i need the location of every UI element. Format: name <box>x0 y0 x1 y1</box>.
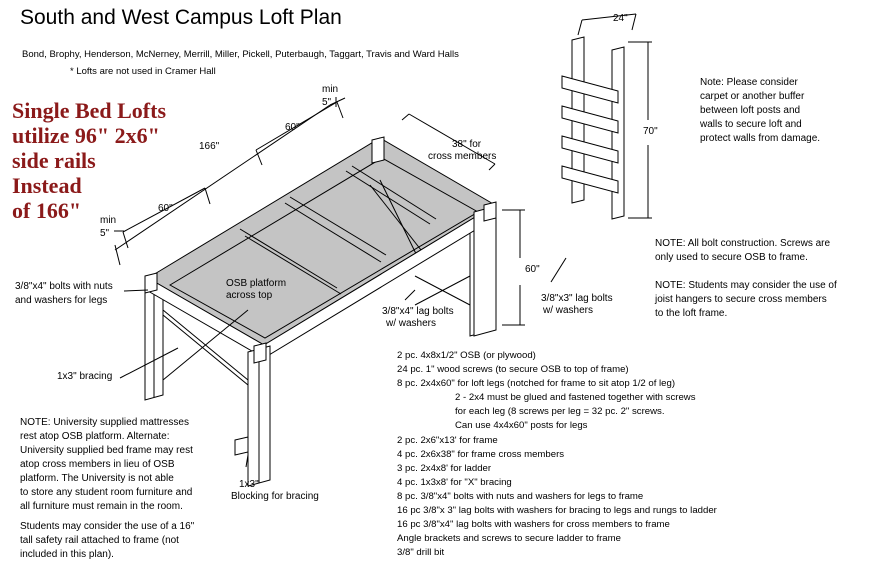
bolt-note: NOTE: All bolt construction. Screws are … <box>655 238 831 263</box>
lag-bolts-3-label: 3/8"x3" lag bolts w/ washers <box>541 293 613 316</box>
dim-38: 38" for <box>452 139 482 150</box>
page-title: South and West Campus Loft Plan <box>20 6 342 29</box>
material-item: 4 pc. 2x6x38" for frame cross members <box>397 448 565 460</box>
carpet-note: Note: Please consider carpet or another … <box>700 77 821 144</box>
material-item: Angle brackets and screws to secure ladd… <box>397 533 621 545</box>
material-item: 3 pc. 2x4x8' for ladder <box>397 462 492 474</box>
lag-bolts-4-label: 3/8"x4" lag bolts w/ washers <box>382 306 454 329</box>
halls-list: Bond, Brophy, Henderson, McNerney, Merri… <box>22 49 459 60</box>
material-item: 3/8" drill bit <box>397 547 445 559</box>
material-item: 24 pc. 1" wood screws (to secure OSB to … <box>397 364 629 376</box>
materials-list: 2 pc. 4x8x1/2" OSB (or plywood) 24 pc. 1… <box>397 349 717 560</box>
material-item: 4 pc. 1x3x8' for "X" bracing <box>397 476 512 488</box>
material-item: 8 pc. 2x4x60" for loft legs (notched for… <box>397 378 676 390</box>
dim-38-cross: cross members <box>428 151 497 162</box>
dim-ladder-width: 24" <box>613 13 628 24</box>
material-item: 2 pc. 2x6"x13' for frame <box>397 434 498 446</box>
osb-label: OSB platform across top <box>226 278 287 301</box>
dim-60-top: 60" <box>285 122 300 133</box>
material-item: 16 pc 3/8"x4" lag bolts with washers for… <box>397 519 670 531</box>
material-item: Can use 4x4x60" posts for legs <box>455 420 588 432</box>
dim-ladder-height: 70" <box>643 126 658 137</box>
mattress-note: NOTE: University supplied mattresses res… <box>20 417 193 512</box>
joist-note: NOTE: Students may consider the use of j… <box>655 280 837 319</box>
cramer-note: * Lofts are not used in Cramer Hall <box>70 66 216 77</box>
single-bed-line: of 166" <box>12 198 82 223</box>
single-bed-callout: Single Bed Lofts utilize 96" 2x6" side r… <box>12 98 166 223</box>
single-bed-line: Instead <box>12 173 82 198</box>
dim-5-left: 5" <box>100 228 110 239</box>
dim-60-left: 60" <box>158 203 173 214</box>
material-item: for each leg (8 screws per leg = 32 pc. … <box>455 406 665 418</box>
material-item: 2 pc. 4x8x1/2" OSB (or plywood) <box>397 350 536 361</box>
single-bed-line: Single Bed Lofts <box>12 98 167 123</box>
blocking-label: 1x3" Blocking for bracing <box>231 479 319 502</box>
dim-166: 166" <box>199 141 220 152</box>
dim-min-left: min <box>100 215 117 226</box>
safety-rail-note: Students may consider the use of a 16" t… <box>20 521 195 560</box>
dim-5-top: 5" <box>322 97 332 108</box>
single-bed-line: utilize 96" 2x6" <box>12 123 160 148</box>
material-item: 16 pc 3/8"x 3" lag bolts with washers fo… <box>397 505 717 517</box>
dim-min-top: min <box>322 84 339 95</box>
single-bed-line: side rails <box>12 148 96 173</box>
dim-60-height: 60" <box>525 264 540 275</box>
material-item: 8 pc. 3/8"x4" bolts with nuts and washer… <box>397 490 644 502</box>
bracing-label: 1x3" bracing <box>57 371 113 382</box>
material-item: 2 - 2x4 must be glued and fastened toget… <box>455 392 696 404</box>
leg-bolts-label: 3/8"x4" bolts with nuts and washers for … <box>15 281 113 306</box>
